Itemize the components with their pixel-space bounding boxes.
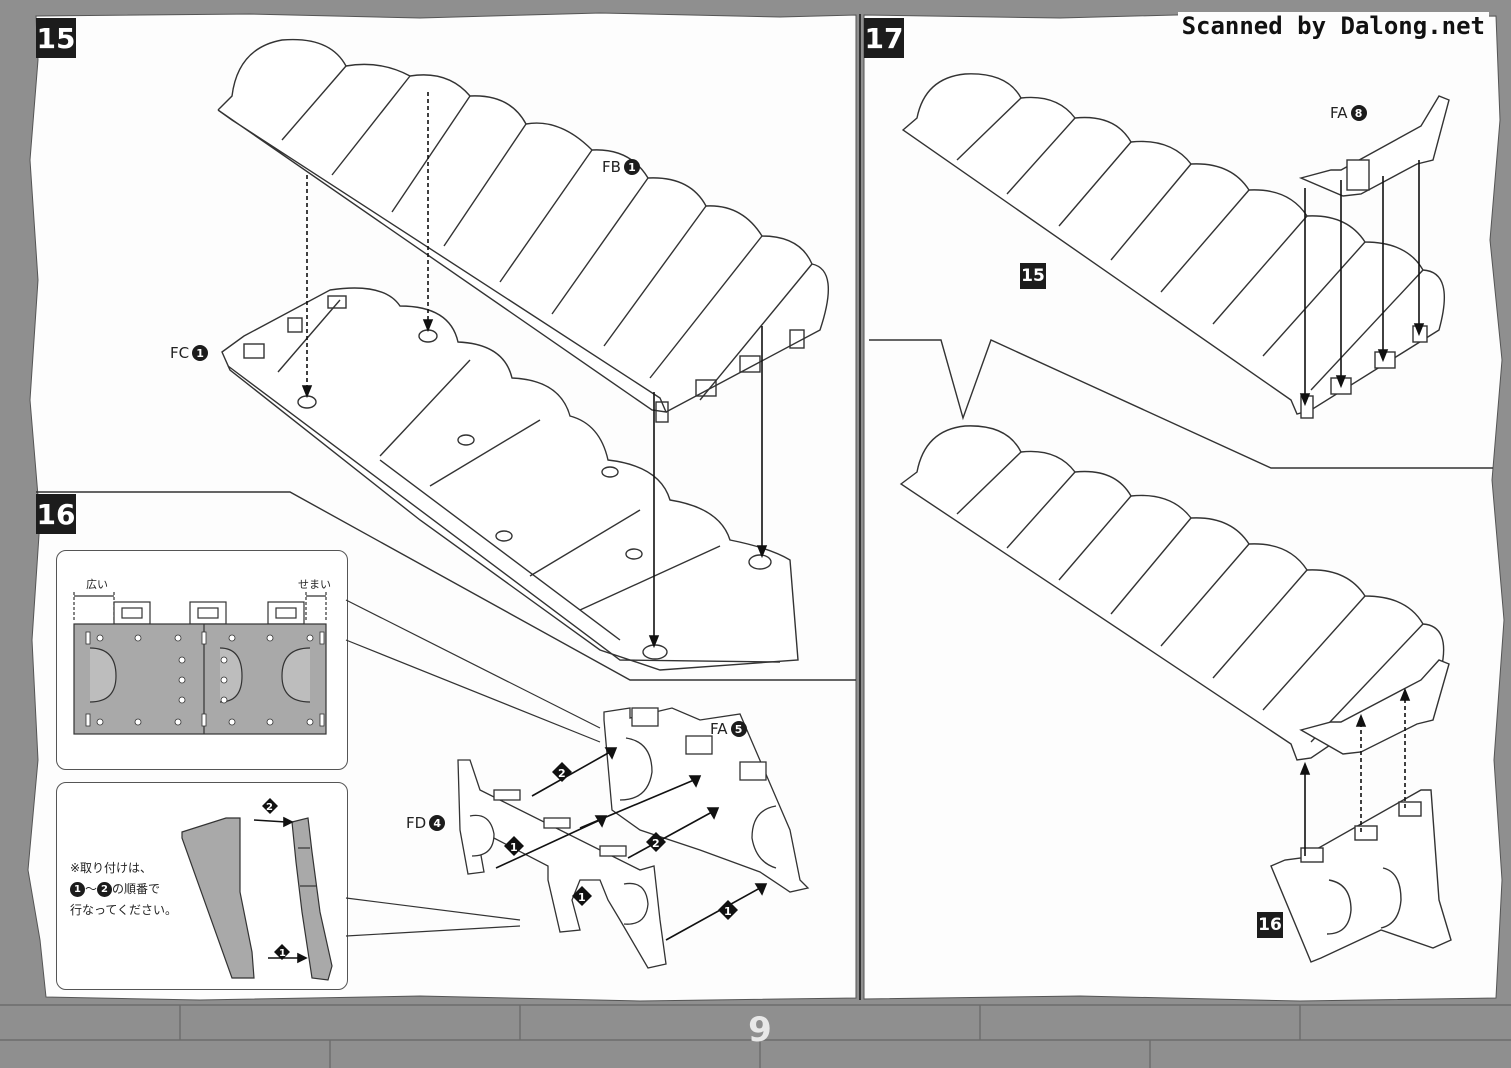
note-tilde: ～ bbox=[85, 882, 98, 896]
note-line-3: 行なってください。 bbox=[70, 903, 178, 917]
note-line-1: ※取り付けは、 bbox=[70, 861, 153, 875]
narrow-label: せまい bbox=[298, 578, 331, 591]
part-label-fd4: FD 4 bbox=[406, 814, 446, 832]
step-16-badge: 16 bbox=[36, 494, 76, 534]
leader-lines bbox=[345, 599, 601, 937]
order-mark: 1 bbox=[279, 948, 286, 959]
wide-label: 広い bbox=[86, 578, 108, 591]
order-mark: 1 bbox=[510, 841, 518, 854]
part-number: 1 bbox=[192, 345, 209, 361]
step-16-diagram: 2 2 1 1 1 bbox=[457, 707, 810, 969]
part-code: FA bbox=[710, 720, 728, 738]
part-number: 5 bbox=[730, 721, 747, 737]
ref-badge-16: 16 bbox=[1257, 912, 1283, 938]
order-mark: 1 bbox=[724, 905, 732, 918]
part-code: FB bbox=[602, 158, 621, 176]
part-number: 1 bbox=[623, 159, 640, 175]
watermark: Scanned by Dalong.net bbox=[1177, 12, 1489, 40]
part-label-fb: FB 1 bbox=[602, 158, 640, 176]
order-mark: 2 bbox=[97, 882, 113, 897]
step-17-badge: 17 bbox=[864, 18, 904, 58]
page-divider bbox=[859, 14, 861, 1000]
part-number: 4 bbox=[429, 815, 446, 831]
ref-badge-15: 15 bbox=[1020, 263, 1046, 289]
order-mark: 2 bbox=[558, 767, 566, 780]
part-label-fa8: FA 8 bbox=[1330, 104, 1367, 122]
step-15-badge: 15 bbox=[36, 18, 76, 58]
order-mark: 2 bbox=[266, 802, 273, 813]
order-mark: 1 bbox=[70, 882, 85, 897]
orientation-diagram bbox=[73, 592, 327, 735]
part-code: FC bbox=[170, 344, 190, 362]
part-code: FA bbox=[1330, 104, 1348, 122]
part-code: FD bbox=[406, 814, 427, 832]
part-label-fc: FC 1 bbox=[170, 344, 209, 362]
part-label-fa5: FA 5 bbox=[710, 720, 747, 738]
note-line-2-suffix: の順番で bbox=[112, 882, 161, 896]
order-mark: 2 bbox=[652, 837, 660, 850]
page-number: 9 bbox=[748, 1010, 772, 1050]
order-mark: 1 bbox=[578, 891, 586, 904]
step-15-diagram bbox=[36, 38, 856, 681]
part-number: 8 bbox=[1350, 105, 1367, 121]
step-17-diagram bbox=[869, 73, 1493, 963]
order-diagram: 2 1 bbox=[181, 798, 333, 981]
